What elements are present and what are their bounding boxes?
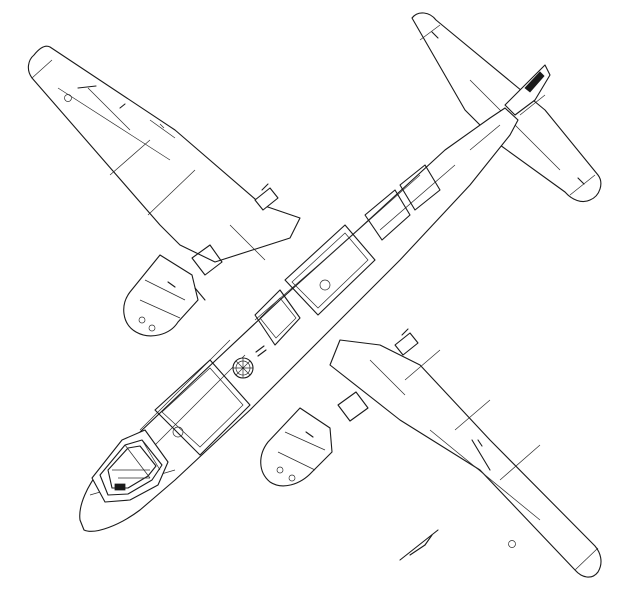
forward-panels: [154, 289, 301, 456]
turret: [232, 345, 267, 379]
center-panels: [284, 164, 441, 316]
wing-panels: [191, 224, 406, 422]
right-wing: [329, 339, 602, 578]
right-engine-nacelle: [260, 407, 333, 487]
cockpit-canopy: [91, 429, 169, 503]
leader-line: [399, 529, 439, 561]
tail-fin: [504, 64, 551, 116]
engine-stacks: [254, 183, 419, 356]
left-engine-nacelle: [123, 254, 206, 337]
tailplane: [411, 12, 602, 203]
left-wing: [27, 45, 301, 263]
